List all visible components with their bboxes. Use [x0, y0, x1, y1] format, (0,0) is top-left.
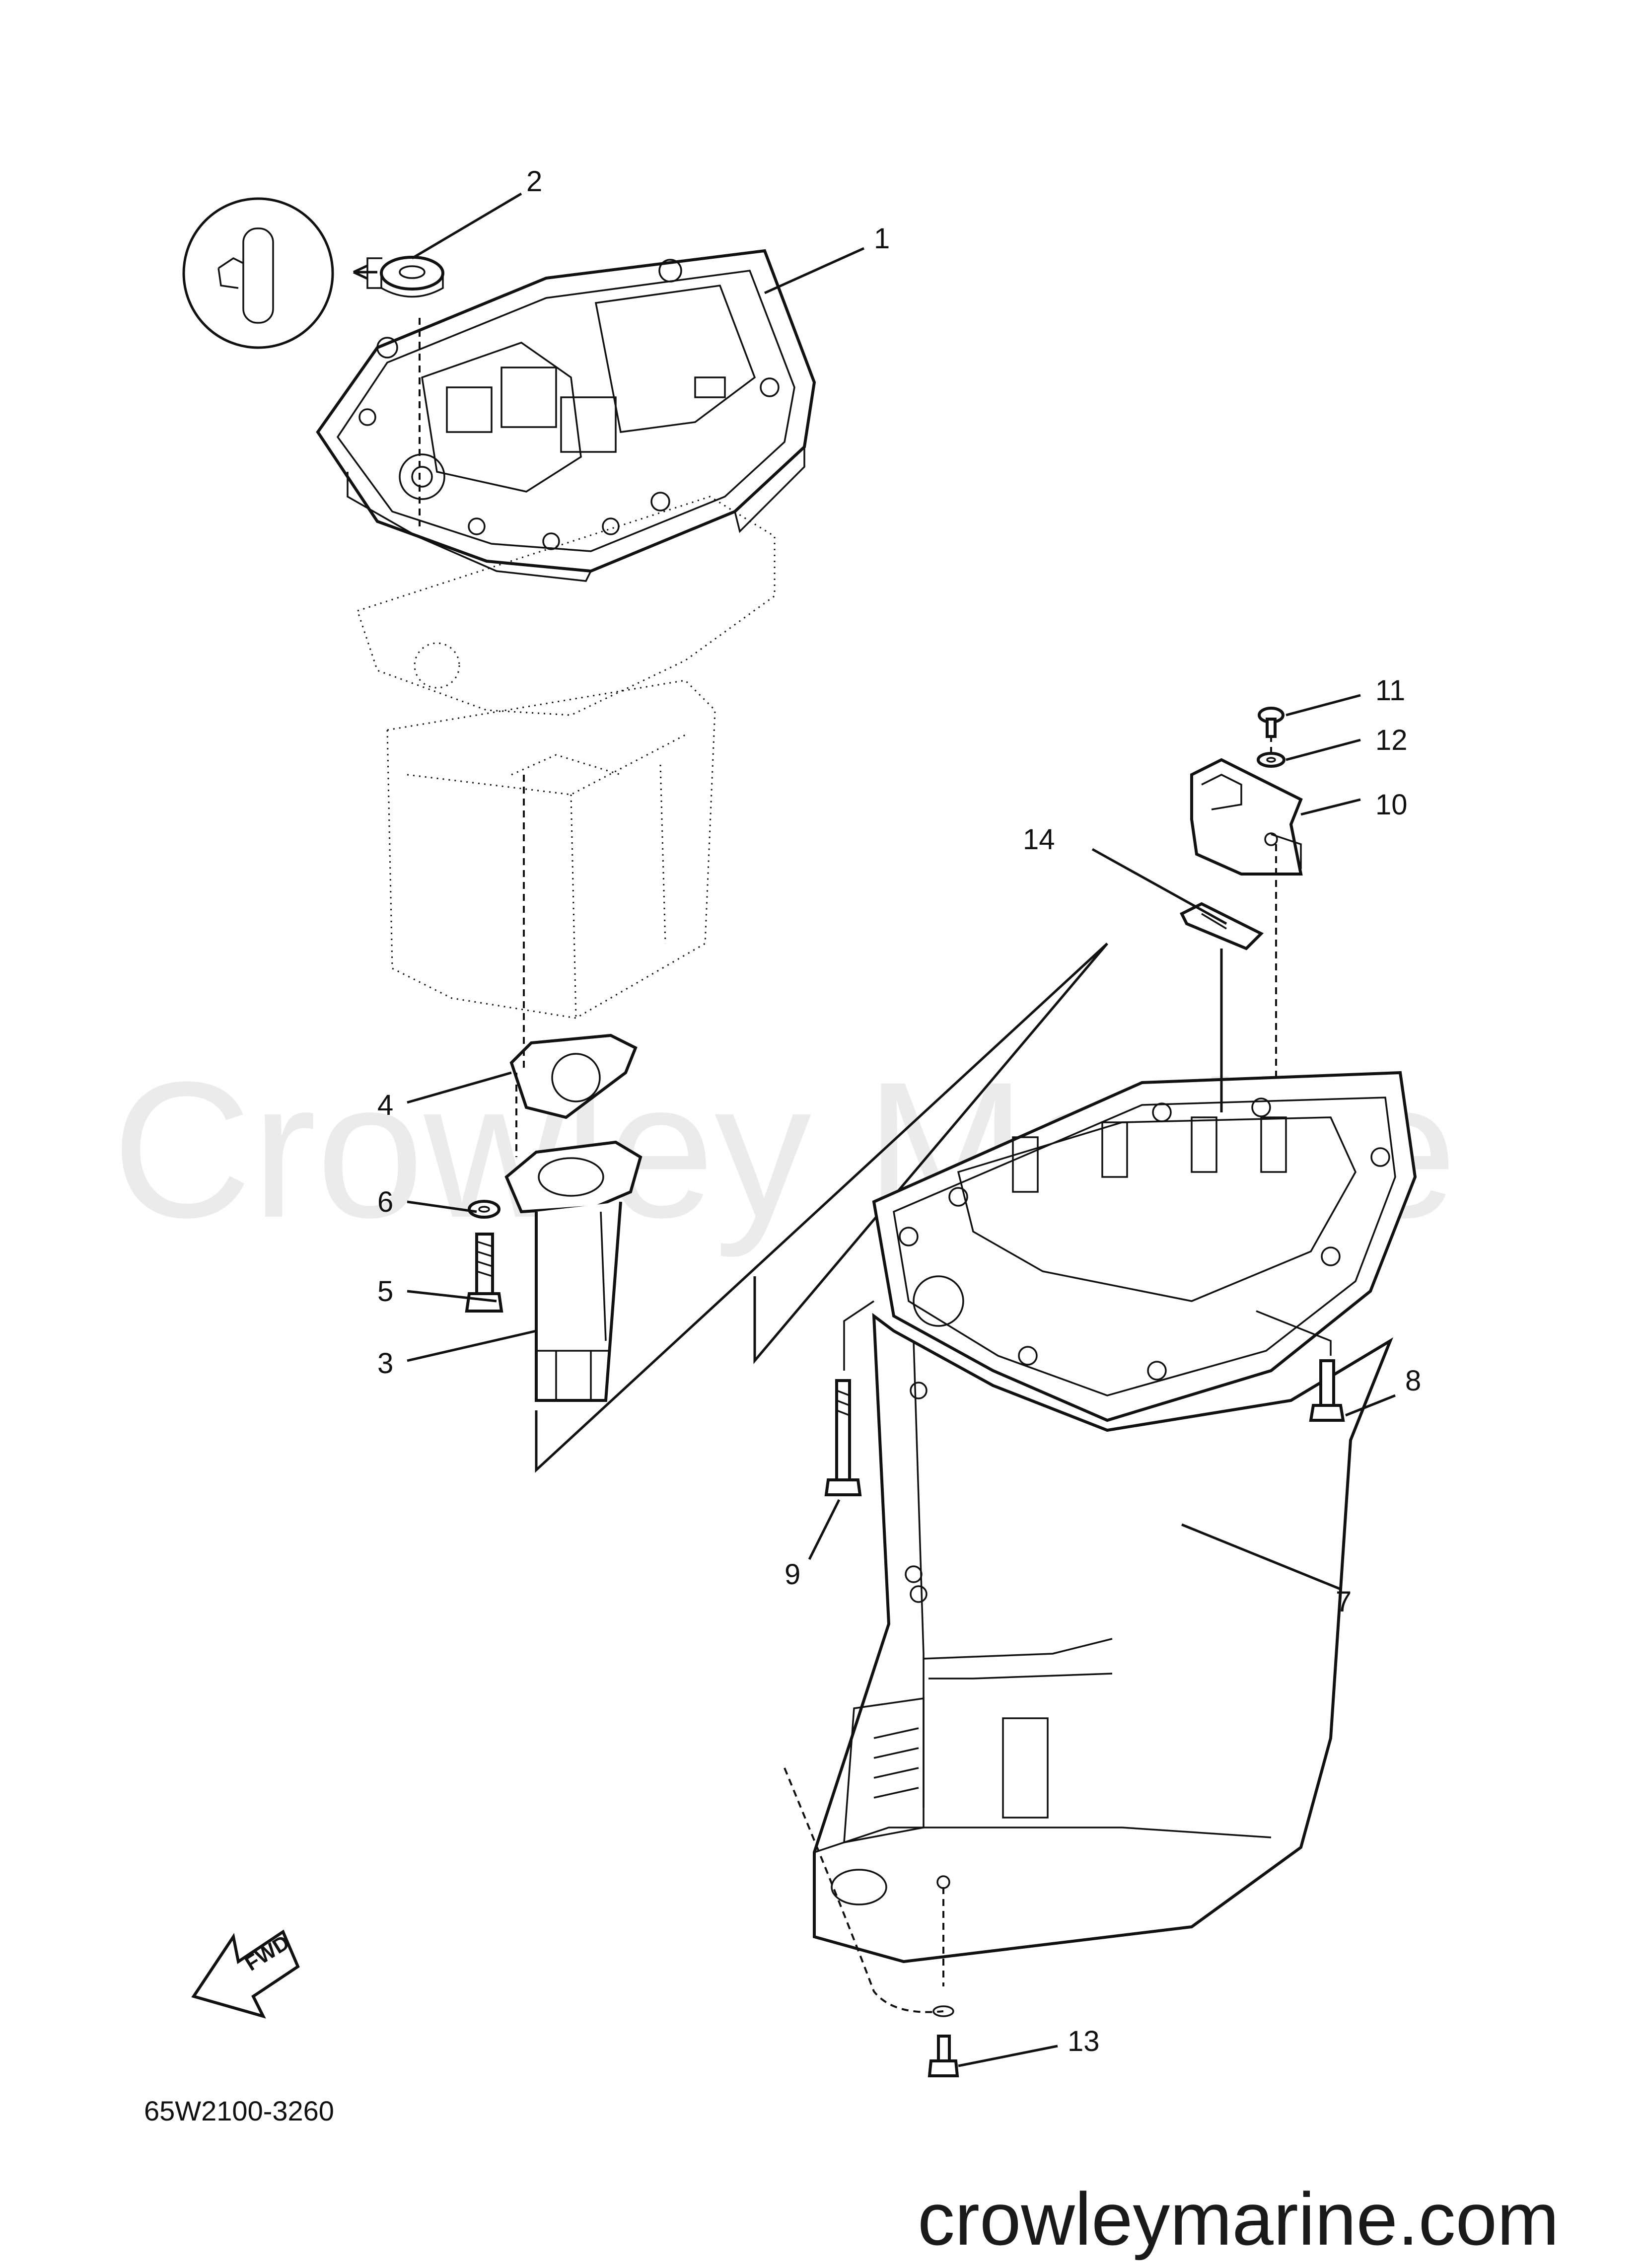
callout-14: 14: [1023, 823, 1055, 856]
callout-5: 5: [377, 1275, 393, 1308]
leader-lines: [407, 192, 1396, 2067]
gasket-4-part: [509, 1033, 638, 1119]
callout-1: 1: [874, 222, 890, 255]
callout-13: 13: [1068, 2025, 1100, 2057]
bolt-13-part: [928, 2035, 959, 2077]
callout-12: 12: [1375, 724, 1408, 756]
diagram-code: 65W2100-3260: [144, 2095, 334, 2126]
callout-9: 9: [785, 1558, 800, 1591]
bolt-9-part: [824, 1379, 862, 1496]
callout-8: 8: [1405, 1365, 1421, 1397]
callout-11: 11: [1375, 674, 1405, 707]
callout-6: 6: [377, 1186, 393, 1218]
bracket-10-part: [1190, 758, 1303, 876]
callout-4: 4: [377, 1089, 393, 1121]
bolt-8-part: [1309, 1359, 1345, 1422]
washer-12-part: [1257, 752, 1285, 768]
exhaust-pipe-part: [504, 1140, 643, 1402]
washer-6-part: [468, 1200, 500, 1219]
bolt-5-part: [465, 1233, 503, 1313]
oil-pan-part: [386, 679, 716, 1019]
screw-11-part: [1258, 707, 1285, 738]
clip-14-part: [1179, 902, 1264, 951]
drive-shaft-housing-part: [784, 1071, 1417, 2017]
callout-3: 3: [377, 1347, 393, 1380]
callout-2: 2: [526, 165, 542, 198]
callout-numbers: 1 2 3 4 5 6 7 8 9 10 11 12 13 14: [377, 165, 1421, 2057]
fwd-arrow-icon: FWD: [191, 1929, 300, 2019]
grommet-part: [380, 256, 444, 298]
callout-10: 10: [1375, 789, 1408, 821]
upper-plate-part: [316, 249, 816, 582]
website-url: crowleymarine.com: [918, 2177, 1559, 2261]
detail-view-circle: [182, 197, 382, 349]
callout-7: 7: [1336, 1586, 1352, 1618]
